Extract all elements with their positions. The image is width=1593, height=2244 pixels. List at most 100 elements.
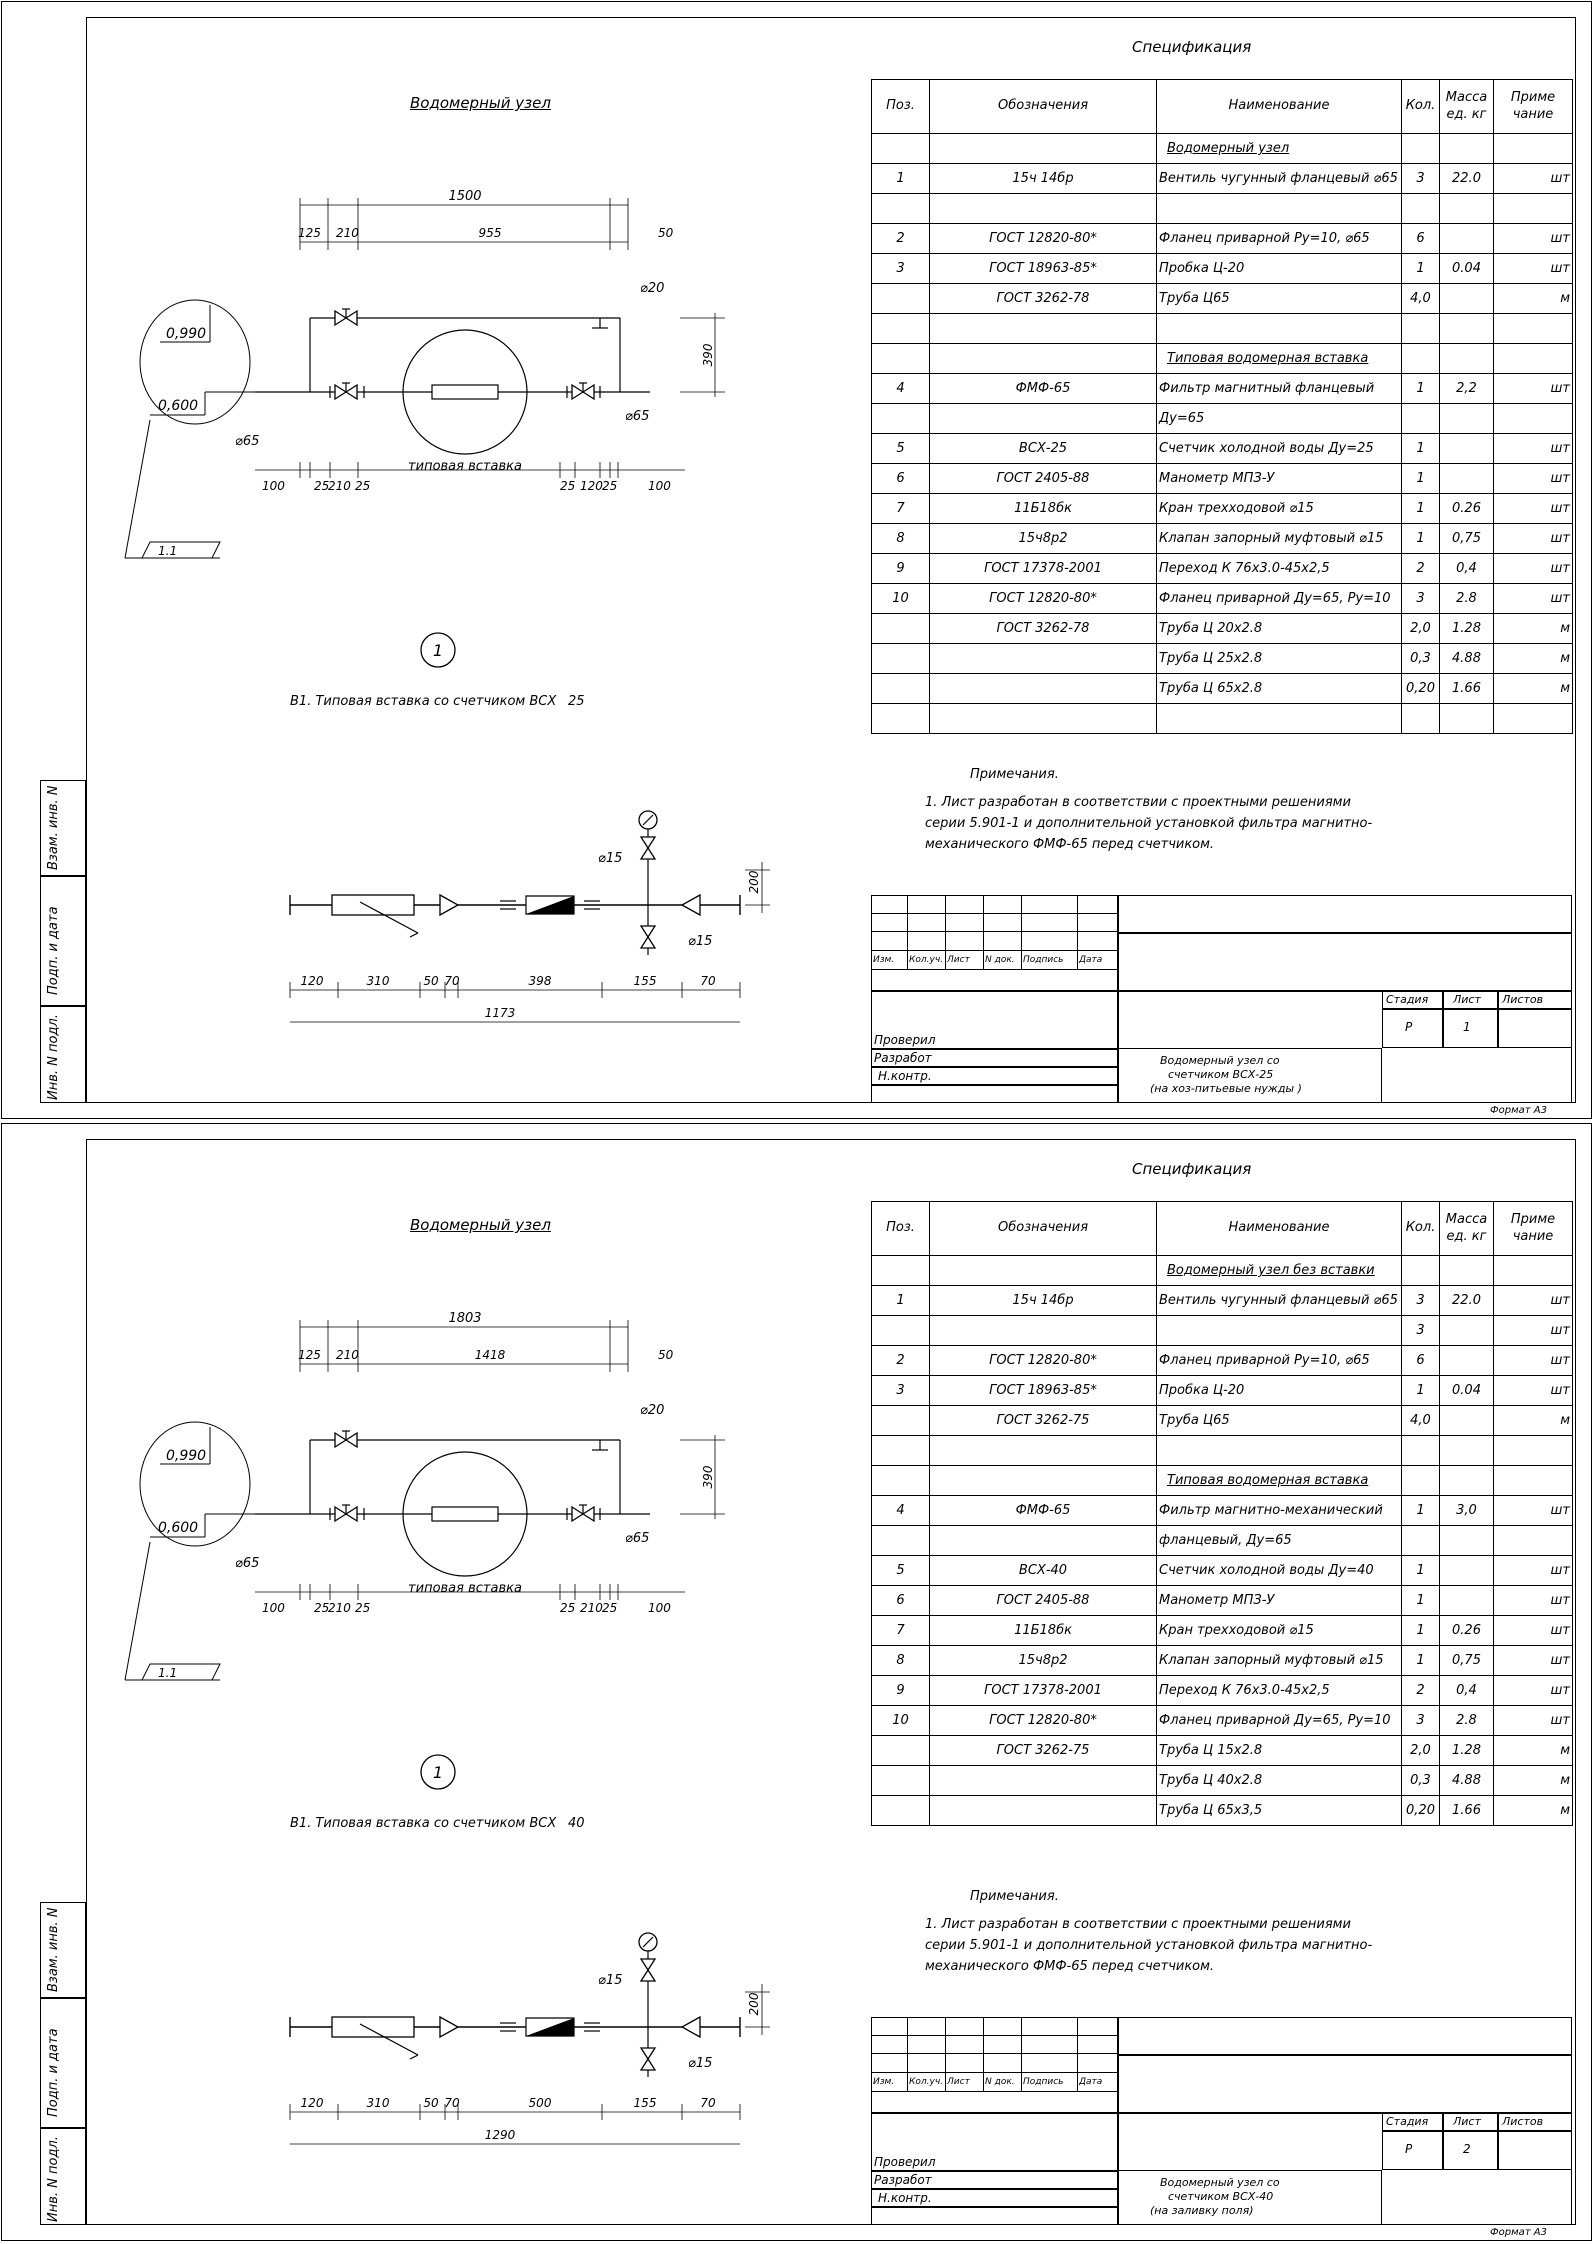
meter-icon xyxy=(526,2018,574,2036)
spec-cell-naim: Типовая водомерная вставка xyxy=(1156,343,1402,374)
note-line: 1. Лист разработан в соответствии с прое… xyxy=(925,1917,1351,1932)
spec-cell-massa: 0,4 xyxy=(1439,1675,1494,1706)
spec-header-oboz: Обозначения xyxy=(929,79,1157,134)
spec-cell-oboz xyxy=(929,343,1157,374)
dn-15-label-top: ⌀15 xyxy=(598,851,622,866)
stamp-nkontr: Н.контр. xyxy=(878,1069,932,1083)
dim-insert-b: 310 xyxy=(367,2096,390,2110)
spec-cell-kol: 1 xyxy=(1401,433,1440,464)
dn-65-label-outlet: ⌀65 xyxy=(625,1531,649,1546)
dim-bottom-b: 25 xyxy=(314,1601,329,1615)
spec-cell-oboz: ГОСТ 12820-80* xyxy=(929,583,1157,614)
spec-cell-pos: 2 xyxy=(871,1345,930,1376)
tag-box xyxy=(141,541,221,559)
note-line: механического ФМФ-65 перед счетчиком. xyxy=(925,1959,1215,1974)
spec-cell-kol: 3 xyxy=(1401,1315,1440,1346)
spec-cell-naim: Манометр МПЗ-У xyxy=(1156,1585,1402,1616)
dim-insert-e: 398 xyxy=(529,974,552,988)
spec-cell-massa: 2.8 xyxy=(1439,1705,1494,1736)
spec-cell-prim: м xyxy=(1493,1795,1573,1826)
dim-bottom-f: 120 xyxy=(580,479,603,493)
spec-cell-kol: 0,20 xyxy=(1401,1795,1440,1826)
spec-cell-massa: 0.26 xyxy=(1439,1615,1494,1646)
spec-cell-pos xyxy=(871,1735,930,1766)
dim-b: 210 xyxy=(336,1348,359,1362)
three-way-cock-icon xyxy=(639,1958,657,1982)
filter-icon xyxy=(331,2016,415,2038)
dim-insert-g: 70 xyxy=(700,2096,716,2110)
spec-cell-prim xyxy=(1493,133,1573,164)
dim-c: 955 xyxy=(479,226,502,240)
stage-vline-1 xyxy=(1442,2112,1444,2170)
reducer-icon xyxy=(439,2015,460,2039)
dn-65-label-outlet: ⌀65 xyxy=(625,409,649,424)
dim-bottom-h: 100 xyxy=(648,1601,671,1615)
spec-header-oboz: Обозначения xyxy=(929,1201,1157,1256)
spec-cell-kol xyxy=(1401,193,1440,224)
spec-cell-oboz: 11Б18бк xyxy=(929,493,1157,524)
insert-caption: В1. Типовая вставка со счетчиком ВСХ xyxy=(290,1816,557,1831)
filter-cap xyxy=(409,2054,419,2060)
stage-box xyxy=(1382,2112,1572,2170)
stamp-data: Дата xyxy=(1077,950,1118,970)
spec-cell-oboz xyxy=(929,1795,1157,1826)
spec-cell-naim: Типовая водомерная вставка xyxy=(1156,1465,1402,1496)
spec-cell-naim: Фланец приварной Ду=65, Ру=10 xyxy=(1156,1705,1402,1736)
note-line: серии 5.901-1 и дополнительной установко… xyxy=(925,816,1373,831)
dn-65-label-inlet: ⌀65 xyxy=(235,1556,259,1571)
level-0600: 0,600 xyxy=(158,398,198,414)
spec-cell-prim xyxy=(1493,703,1573,734)
dim-insert-c: 50 xyxy=(423,2096,439,2110)
spec-cell-naim: Труба Ц 40х2.8 xyxy=(1156,1765,1402,1796)
filter-branch xyxy=(359,901,419,934)
spec-cell-massa xyxy=(1439,1585,1494,1616)
stamp-kol: Кол.уч. xyxy=(907,950,946,970)
spec-cell-pos: 10 xyxy=(871,583,930,614)
side-strip-divider-1 xyxy=(40,1997,86,1999)
spec-cell-prim: шт xyxy=(1493,1705,1573,1736)
spec-cell-kol: 2,0 xyxy=(1401,613,1440,644)
dim-a: 125 xyxy=(298,226,321,240)
spec-cell-pos: 1 xyxy=(871,1285,930,1316)
dim-height-value: 390 xyxy=(701,343,715,366)
spec-cell-naim xyxy=(1156,703,1402,734)
signer-line-1 xyxy=(871,2170,1117,2172)
dn-15-label-bottom: ⌀15 xyxy=(688,2056,712,2071)
spec-cell-naim: Переход К 76х3.0-45х2,5 xyxy=(1156,553,1402,584)
insert-circle xyxy=(402,1451,528,1577)
spec-cell-oboz xyxy=(929,313,1157,344)
table-row: Водомерный узел xyxy=(871,133,1573,164)
reducer-icon xyxy=(439,893,460,917)
spec-cell-oboz xyxy=(929,703,1157,734)
dim-insert-a: 120 xyxy=(301,2096,324,2110)
spec-cell-naim: Труба Ц 65х3,5 xyxy=(1156,1795,1402,1826)
insert-caption: В1. Типовая вставка со счетчиком ВСХ xyxy=(290,694,557,709)
table-row: фланцевый, Ду=65 xyxy=(871,1525,1573,1556)
dim-bottom-a: 100 xyxy=(262,479,285,493)
spec-cell-prim: м xyxy=(1493,283,1573,314)
note-line: 1. Лист разработан в соответствии с прое… xyxy=(925,795,1351,810)
reducer-icon-right xyxy=(680,2015,701,2039)
spec-cell-naim: Вентиль чугунный фланцевый ⌀65 xyxy=(1156,163,1402,194)
view-number-circle xyxy=(420,632,456,668)
filter-icon xyxy=(331,894,415,916)
insert-label: типовая вставка xyxy=(408,459,522,474)
table-row: Типовая водомерная вставка xyxy=(871,343,1573,374)
spec-cell-oboz: 15ч8р2 xyxy=(929,523,1157,554)
dim-insert-height: 200 xyxy=(747,1992,761,2015)
dim-bottom-d: 25 xyxy=(355,479,370,493)
sheet-outer-border xyxy=(1,1,1592,1119)
spec-cell-prim: шт xyxy=(1493,1675,1573,1706)
spec-cell-oboz xyxy=(929,1315,1157,1346)
gauge-needle xyxy=(642,814,654,826)
stage-vline-2 xyxy=(1497,2112,1499,2170)
spec-cell-prim: шт xyxy=(1493,463,1573,494)
